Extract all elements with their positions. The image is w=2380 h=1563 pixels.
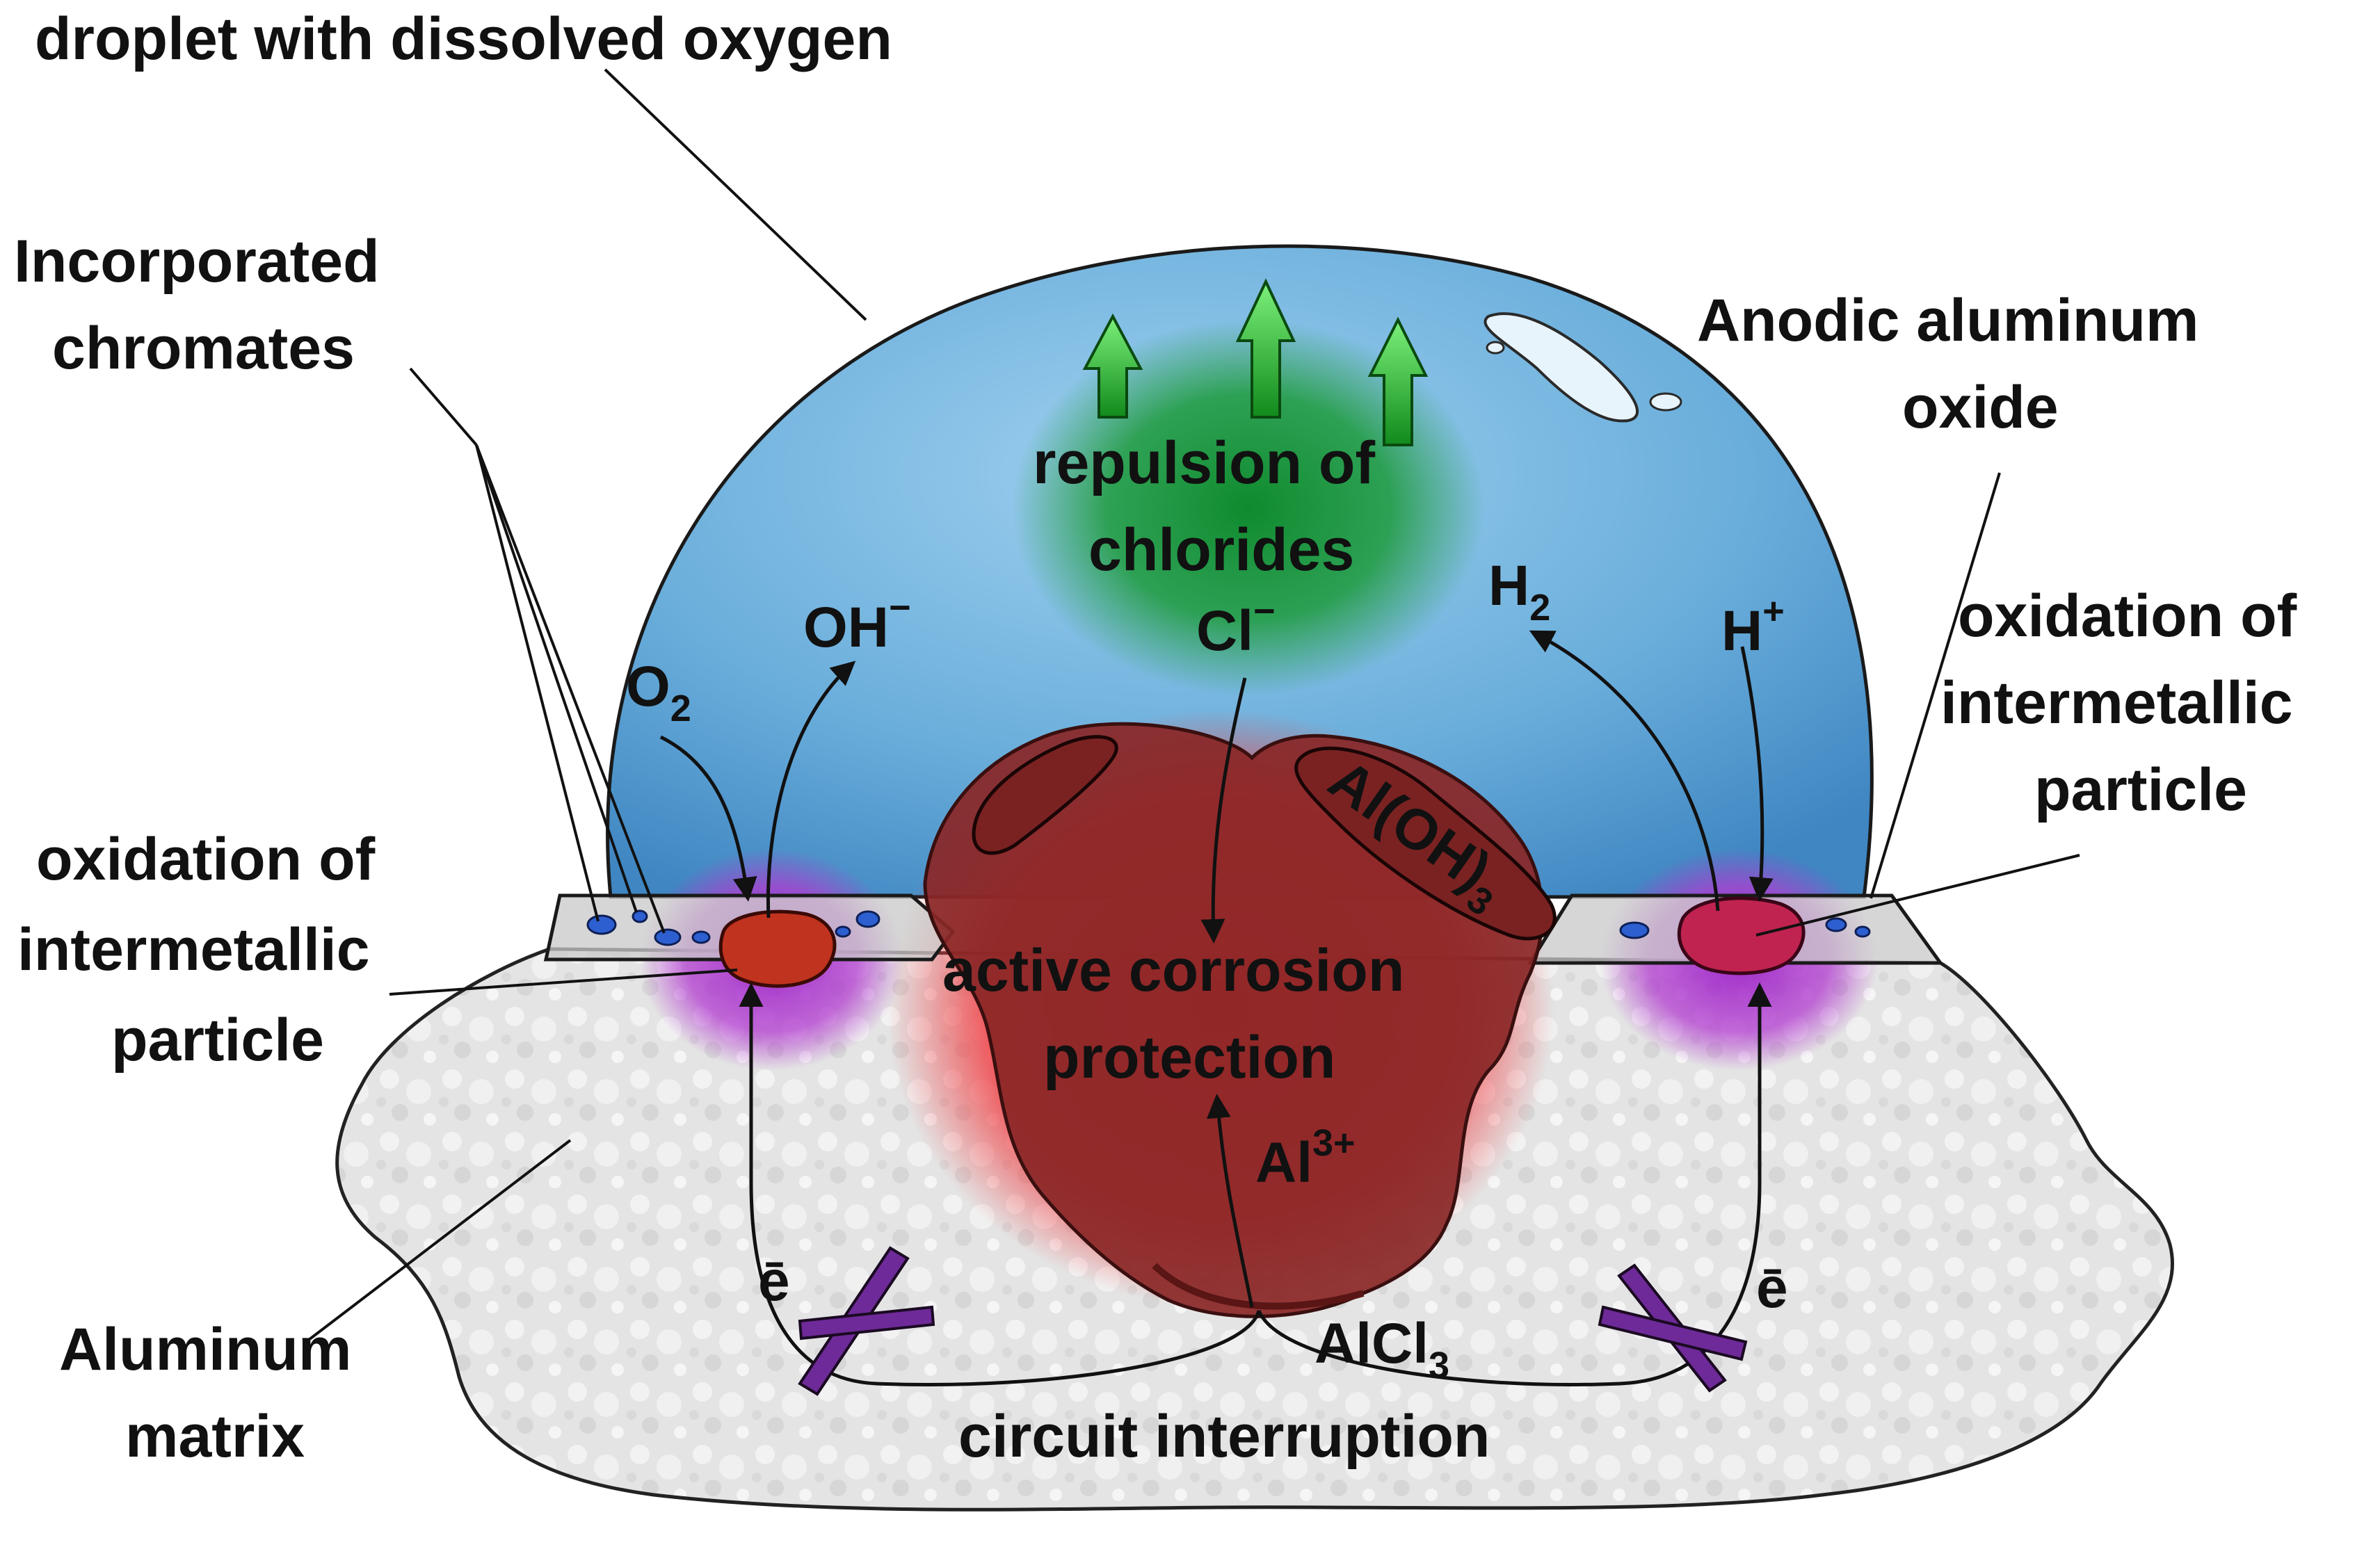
repulsion-arrows: [1082, 278, 1429, 446]
green-up-arrow-3: [1367, 316, 1429, 446]
leader-anodic-oxide: [1870, 472, 2001, 899]
repulsion-label-2: chlorides: [1088, 517, 1354, 583]
aluminum-matrix-label-2: matrix: [125, 1403, 305, 1470]
chromate-2: [632, 909, 648, 923]
green-up-arrow-2: [1235, 278, 1296, 419]
cl-superscript: −: [1253, 590, 1276, 632]
hplus-superscript: +: [1762, 590, 1785, 632]
chloride-repulsion-zone: [1012, 320, 1485, 695]
leader-chromates-3: [475, 444, 638, 913]
h2-main: H: [1488, 554, 1529, 617]
aloh3-deposit: [1294, 746, 1557, 941]
oh-superscript: −: [889, 587, 911, 629]
oh-main: OH: [803, 596, 889, 659]
circuit-interruption-label: circuit interruption: [958, 1403, 1490, 1470]
chromate-6: [835, 925, 851, 938]
leader-chromates-2: [475, 444, 600, 922]
oxidation-left-label-1: oxidation of: [36, 826, 376, 893]
hplus-label: H+: [1721, 590, 1785, 663]
al3-main: Al: [1255, 1131, 1312, 1194]
active-protection-label-2: protection: [1043, 1024, 1335, 1091]
cl-label: Cl−: [1196, 590, 1276, 663]
droplet-highlight: [1484, 312, 1639, 423]
arrow-o2: [659, 735, 757, 902]
arrow-h2: [1529, 630, 1720, 912]
leader-droplet: [604, 68, 867, 321]
droplet-highlight-small: [1649, 392, 1682, 412]
chromate-3: [654, 928, 682, 946]
o2-main: O: [626, 655, 670, 718]
chromate-9: [1854, 925, 1871, 938]
repulsion-label-1: repulsion of: [1033, 430, 1375, 496]
interruption-cross-left: [798, 1246, 935, 1396]
oxidation-right-label-1: oxidation of: [1958, 583, 2297, 649]
o2-subscript: 2: [670, 688, 691, 729]
arrow-al3: [1206, 1094, 1254, 1308]
droplet-highlight-tiny: [1486, 341, 1505, 355]
chromate-1: [586, 914, 617, 935]
anodic-oxide-label-1: Anodic aluminum: [1697, 287, 2198, 354]
oh-label: OH−: [803, 587, 911, 659]
anodic-oxide-label-2: oxide: [1902, 374, 2059, 441]
oxidation-right-label-2: intermetallic: [1940, 670, 2293, 736]
incorporated-chromates-label-1: Incorporated: [14, 228, 380, 295]
al3-superscript: 3+: [1312, 1122, 1356, 1164]
electron-right-label: ē: [1756, 1256, 1788, 1320]
corrosion-flake: [972, 735, 1118, 855]
chromate-4: [691, 930, 711, 944]
al3-label: Al3+: [1255, 1122, 1356, 1194]
leader-chromates-4: [475, 444, 666, 934]
o2-label: O2: [626, 655, 691, 729]
corrosion-pit: [923, 722, 1544, 1318]
chromate-5: [855, 910, 881, 928]
pit-rim: [1152, 1263, 1365, 1310]
h2-label: H2: [1488, 554, 1550, 629]
left-intermetallic-particle: [718, 909, 837, 988]
leader-aluminum-matrix: [305, 1139, 572, 1343]
incorporated-chromates-label-2: chromates: [52, 315, 355, 382]
droplet-label: droplet with dissolved oxygen: [35, 6, 892, 72]
alcl3-label: AlCl3: [1314, 1312, 1449, 1386]
cl-main: Cl: [1196, 599, 1253, 663]
chromate-8: [1825, 917, 1847, 932]
interruption-cross-right: [1598, 1263, 1748, 1393]
electron-path-right: [1257, 982, 1772, 1386]
green-up-arrow-1: [1082, 313, 1143, 419]
cross-left-bar-2: [798, 1305, 935, 1341]
leader-oxidation-right: [1755, 854, 2080, 937]
chromate-7: [1619, 921, 1650, 939]
right-intermetallic-particle: [1677, 896, 1806, 975]
leader-chromates-1: [409, 367, 478, 446]
h2-subscript: 2: [1529, 587, 1550, 629]
leader-oxidation-left: [389, 969, 738, 996]
hplus-main: H: [1721, 599, 1762, 663]
arrow-cl: [1200, 677, 1247, 944]
oxidation-right-label-3: particle: [2034, 756, 2247, 823]
oxidation-left-label-2: intermetallic: [17, 916, 370, 983]
arrow-hplus: [1740, 646, 1774, 902]
arrow-oh: [766, 661, 856, 918]
alcl3-main: AlCl: [1314, 1312, 1429, 1375]
cross-right-bar-2: [1598, 1305, 1748, 1361]
electron-path-left: [739, 982, 1261, 1386]
chromate-inclusions: [586, 909, 1871, 946]
electron-left-label: ē: [758, 1249, 790, 1313]
oxidation-left-label-3: particle: [111, 1007, 324, 1074]
aluminum-matrix-label-1: Aluminum: [59, 1316, 351, 1383]
alcl3-subscript: 3: [1429, 1345, 1449, 1386]
active-protection-label-1: active corrosion: [942, 937, 1404, 1004]
